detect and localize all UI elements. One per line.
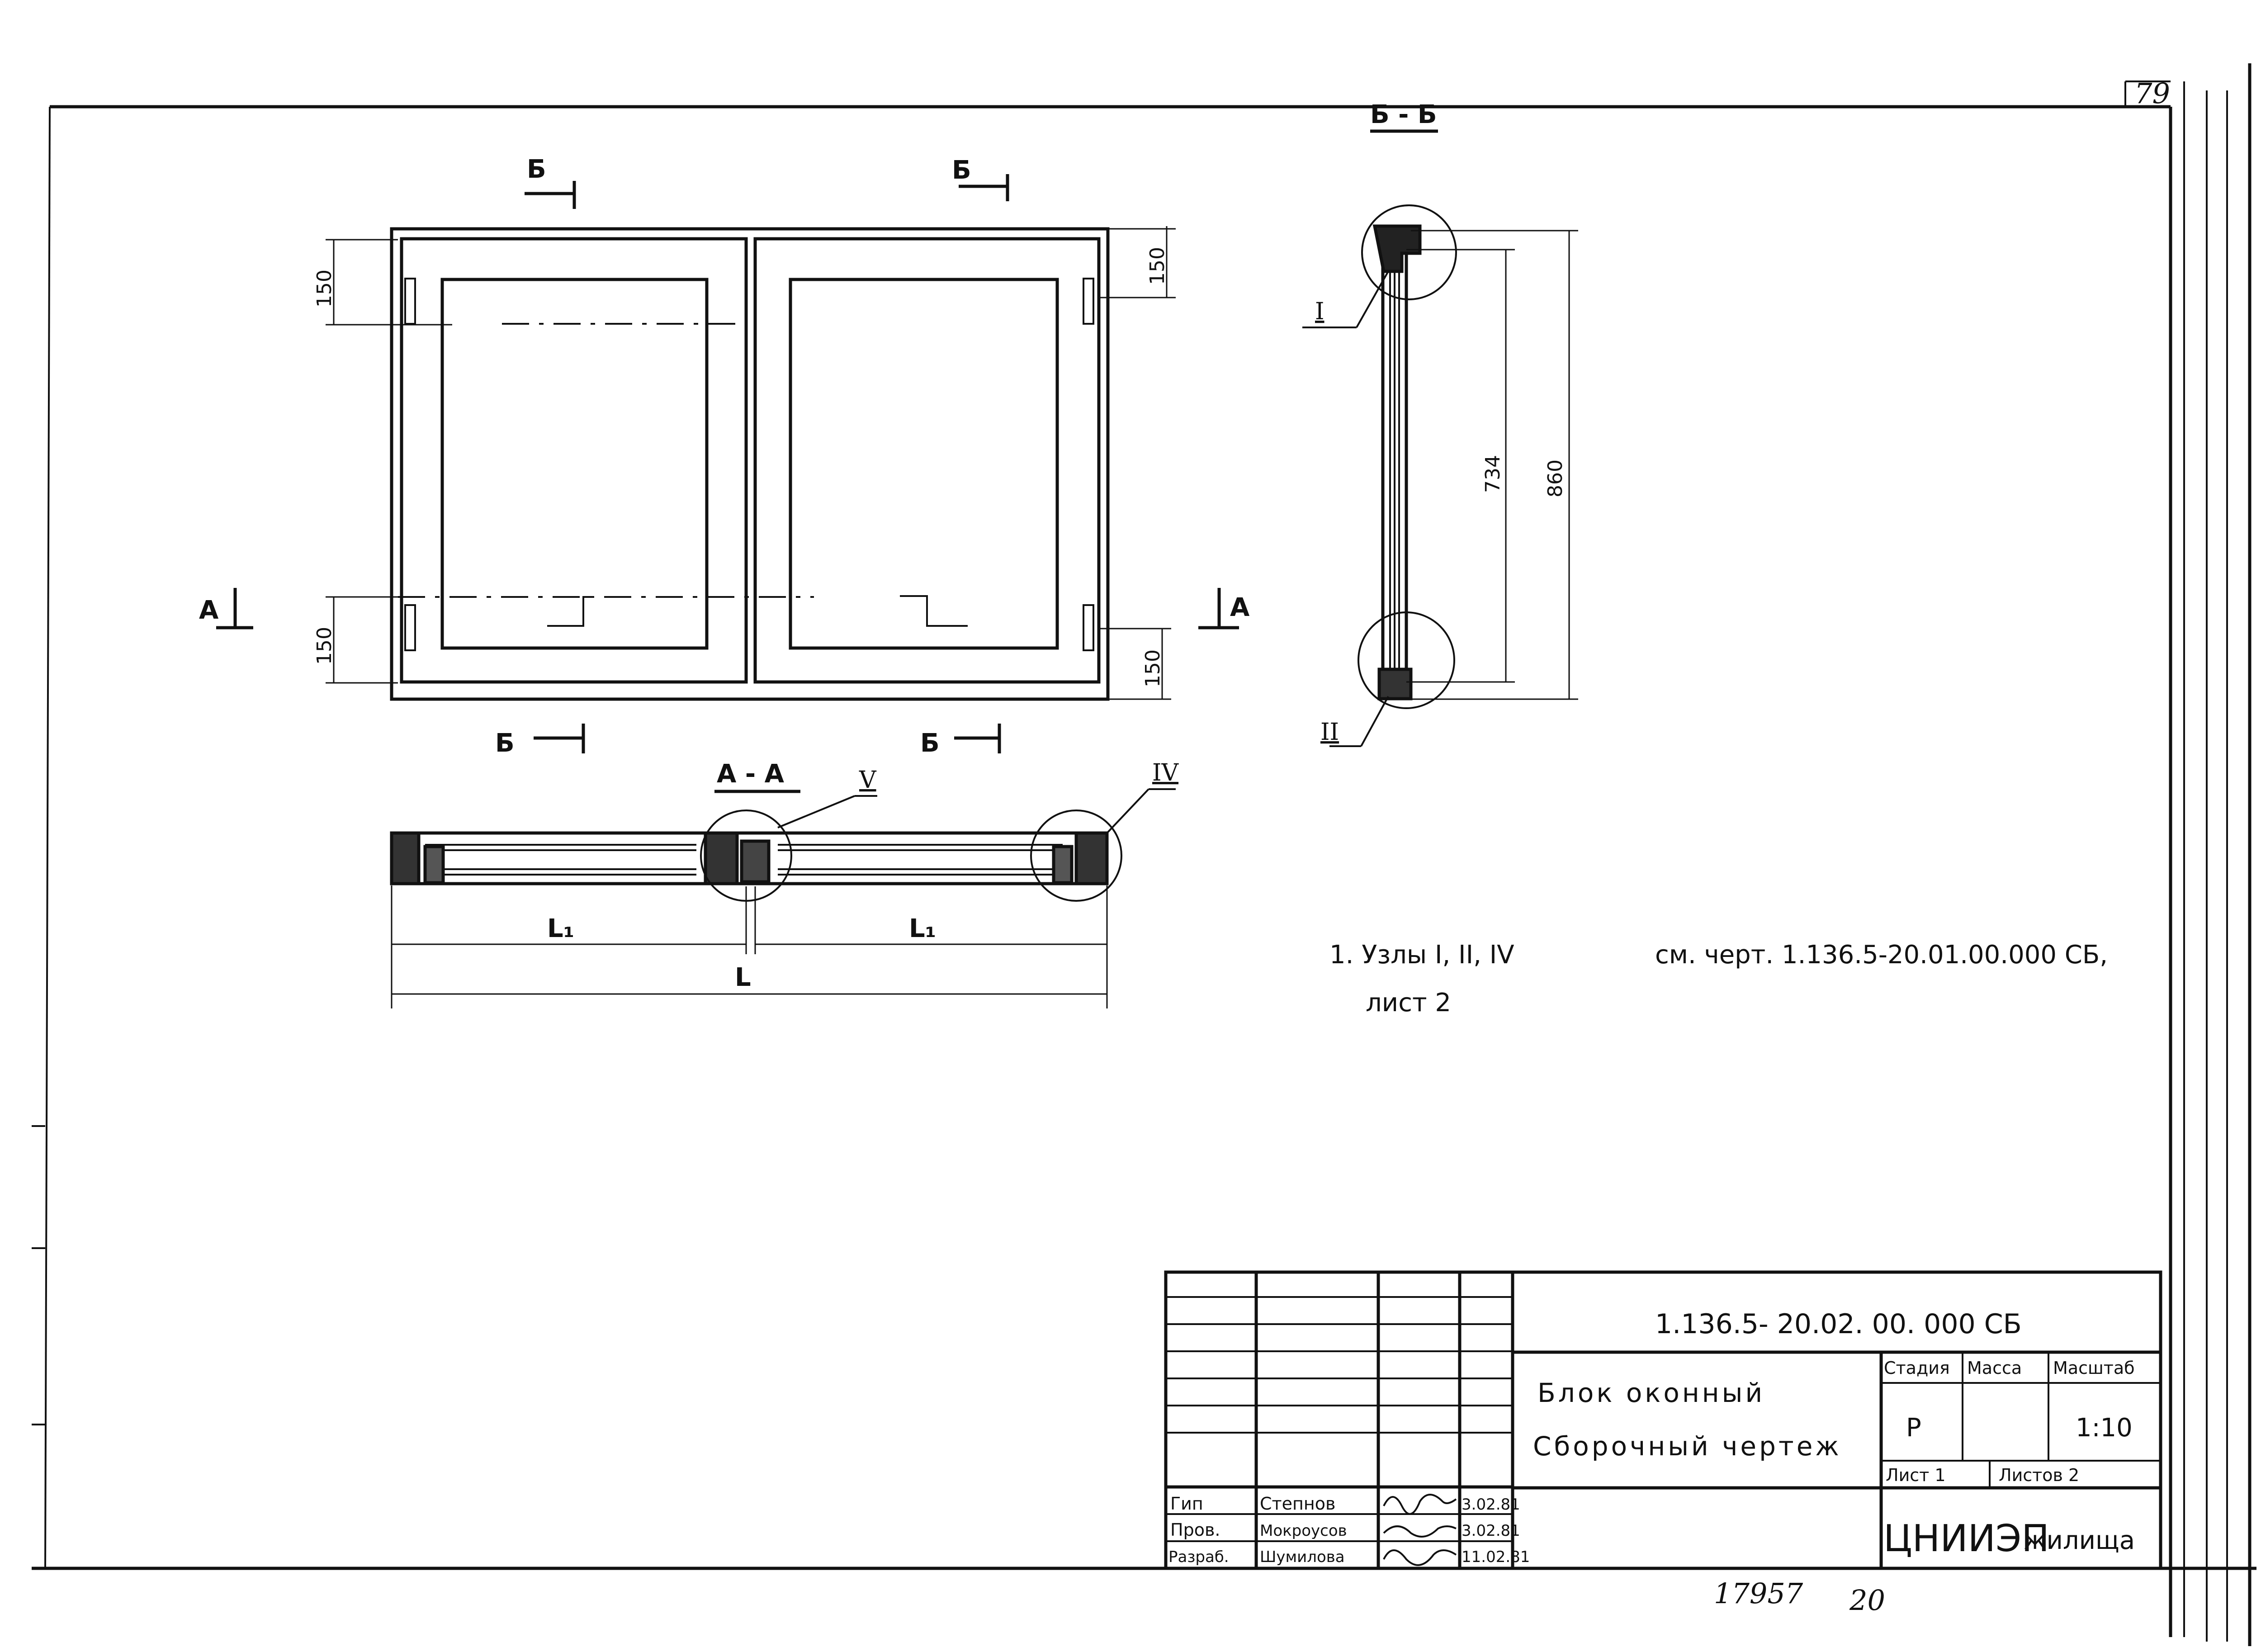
section-bb-view [1302,129,1578,747]
title-block [1164,1270,2162,1570]
dim-150-top-right: 150 [1146,247,1169,285]
node-label-i: I [1315,298,1324,325]
section-aa-view [390,788,1176,1008]
sheet-frame [32,63,2256,1646]
header-stage: Стадия [1884,1358,1950,1378]
signature-scribble-3 [1383,1549,1457,1566]
signature-name-1: Степнов [1260,1494,1335,1514]
drawing-title-line-1: Блок оконный [1537,1377,1765,1408]
signature-role-1: Гип [1170,1494,1203,1514]
dim-l1-right: L₁ [909,914,936,943]
side-mark-a-right: А [1230,593,1250,622]
cut-mark-b-1: Б [527,155,546,184]
cut-mark-b-3: Б [495,729,515,758]
dim-l-total: L [735,963,751,992]
sheet-label: Лист 1 [1886,1465,1946,1485]
header-mass: Масса [1967,1358,2022,1378]
header-scale: Масштаб [2053,1358,2135,1378]
dim-150-bottom-left: 150 [313,627,336,665]
elevation-view [216,174,1239,753]
page-number: 20 [1849,1584,1885,1617]
drawing-title-line-2: Сборочный чертеж [1533,1431,1842,1462]
note-line-2: лист 2 [1366,988,1451,1018]
node-label-v: V [859,767,877,794]
section-bb-title: Б - Б [1370,100,1437,129]
dim-150-bottom-right: 150 [1141,649,1164,687]
signature-role-2: Пров. [1170,1520,1220,1540]
signature-name-2: Мокроусов [1260,1522,1347,1540]
side-mark-a-left: А [199,596,219,625]
note-line-1-ref: см. черт. 1.136.5-20.01.00.000 СБ, [1655,940,2108,970]
stage-value: Р [1906,1413,1921,1443]
node-label-ii: II [1320,719,1339,746]
dim-734: 734 [1481,455,1504,493]
node-label-iv: IV [1152,759,1179,786]
signature-scribble-2 [1383,1525,1457,1538]
notes: 1. Узлы I, II, IV см. черт. 1.136.5-20.0… [1329,940,2108,1018]
sheets-label: Листов 2 [1999,1465,2079,1485]
signature-date-3: 11.02.81 [1462,1548,1530,1566]
signature-role-3: Разраб. [1168,1548,1229,1566]
signature-date-1: 3.02.81 [1462,1496,1520,1514]
dim-l1-left: L₁ [547,914,574,943]
cut-mark-b-4: Б [920,729,940,758]
cut-mark-b-2: Б [952,156,971,185]
note-line-1: 1. Узлы I, II, IV [1329,940,1514,970]
drawing-code: 1.136.5- 20.02. 00. 000 СБ [1655,1308,2022,1340]
dim-150-top-left: 150 [313,270,336,308]
section-aa-title: А - А [717,759,785,789]
inventory-number: 17957 [1714,1577,1803,1610]
dim-860: 860 [1544,459,1567,497]
organization-name: ЦНИИЭП [1883,1517,2049,1560]
signature-date-2: 3.02.81 [1462,1522,1520,1540]
sheet-number: 79 [2134,77,2170,110]
signature-scribble-1 [1383,1494,1457,1515]
scale-value: 1:10 [2076,1413,2133,1443]
signature-name-3: Шумилова [1260,1548,1345,1566]
organization-suffix: жилища [2024,1526,2135,1555]
